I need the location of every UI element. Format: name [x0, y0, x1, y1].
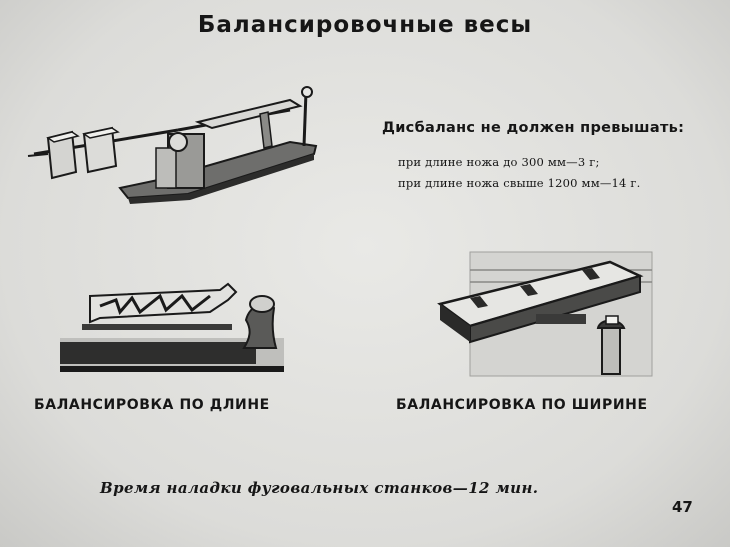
imbalance-heading: Дисбаланс не должен превышать: [382, 120, 685, 136]
balancing-scale-drawing [27, 86, 318, 204]
caption-length-balancing: БАЛАНСИРОВКА ПО ДЛИНЕ [34, 397, 270, 413]
setup-time-note: Время наладки фуговальных станков—12 мин… [100, 479, 539, 497]
page-number: 47 [672, 498, 693, 516]
caption-width-balancing: БАЛАНСИРОВКА ПО ШИРИНЕ [396, 397, 648, 413]
imbalance-limit-short: при длине ножа до 300 мм—3 г; [398, 155, 600, 169]
length-balancing-drawing [60, 282, 284, 372]
imbalance-limit-long: при длине ножа свыше 1200 мм—14 г. [398, 176, 641, 190]
width-balancing-drawing [437, 251, 653, 377]
page-title: Балансировочные весы [197, 12, 533, 38]
